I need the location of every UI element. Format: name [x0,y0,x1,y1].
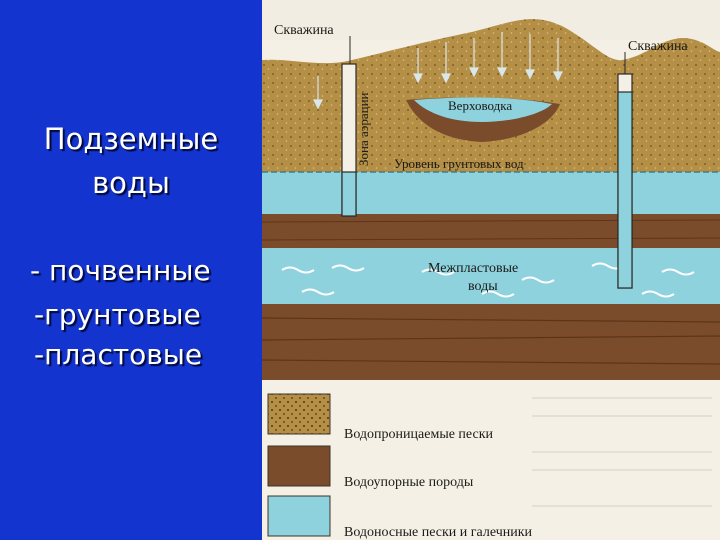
interstratal-label-2: воды [468,279,498,294]
left-well-water [342,172,356,216]
legend-label-aquifer: Водоносные пески и галечники [344,525,533,540]
slide-title-line-2: воды [0,166,262,200]
diagram-svg: Скважина Скважина Зона аэрации Верховодк… [262,0,720,540]
well-left-label: Скважина [274,23,334,38]
clay-layer-lower [262,304,720,380]
water-type-stratal: -пластовые [34,338,202,372]
legend-label-clay: Водоупорные породы [344,475,474,490]
water-table-label: Уровень грунтовых вод [394,156,524,171]
perched-water-label: Верховодка [448,98,512,113]
clay-layer-upper [262,214,720,248]
right-well-water [618,92,632,288]
slide-text-panel: Подземные воды - почвенные -грунтовые -п… [0,0,262,540]
slide-title-line-1: Подземные [0,122,262,156]
aeration-zone-label: Зона аэрации [356,92,371,166]
well-right-label: Скважина [628,39,688,54]
legend-swatch-aquifer [268,496,330,536]
interstratal-label-1: Межпластовые [428,261,518,276]
groundwater-diagram: Скважина Скважина Зона аэрации Верховодк… [262,0,720,540]
water-type-soil: - почвенные [30,254,211,288]
legend-label-sand: Водопроницаемые пески [344,427,494,442]
water-type-ground: -грунтовые [34,298,201,332]
groundwater-layer [262,172,720,216]
legend-area [262,380,720,540]
legend-swatch-sand [268,394,330,434]
legend-swatch-clay [268,446,330,486]
interstratal-aquifer [262,248,720,306]
